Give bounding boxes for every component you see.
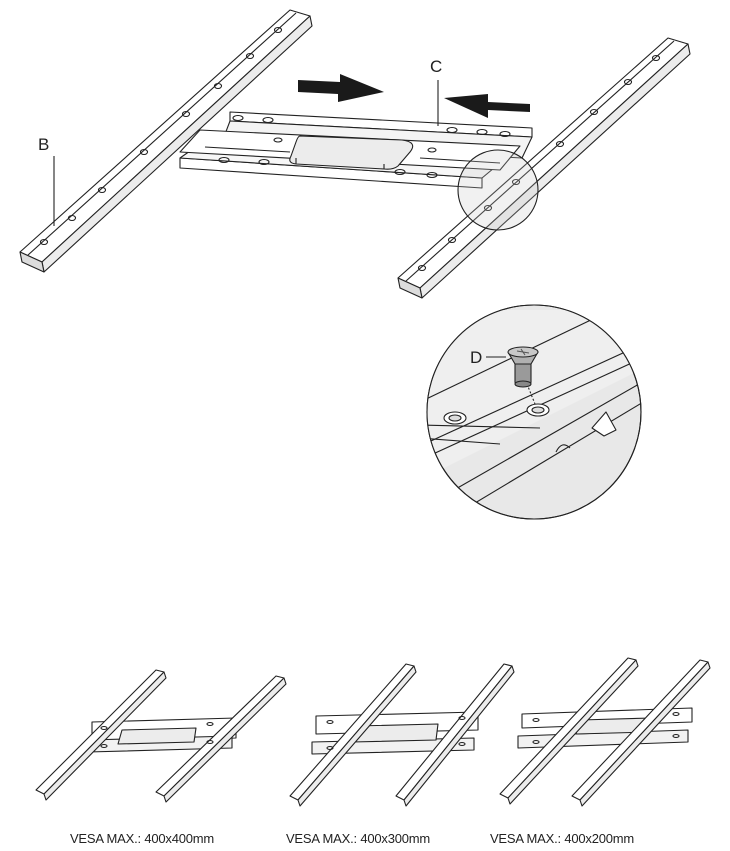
variant-400x300 <box>289 663 515 807</box>
detail-marker-circle <box>457 149 539 231</box>
label-d: D <box>470 348 483 367</box>
caption-400x300: VESA MAX.: 400x300mm <box>285 831 431 846</box>
label-b: B <box>38 135 50 154</box>
label-c: C <box>430 57 443 76</box>
arrow-left-icon <box>444 94 530 118</box>
variant-400x400 <box>35 669 287 803</box>
rail-b-right <box>397 37 691 299</box>
screw-d <box>507 346 539 405</box>
rail-b-left <box>19 9 313 273</box>
slider-plate-c <box>179 111 533 189</box>
variant-400x200 <box>499 657 711 807</box>
detail-zoom <box>426 304 642 520</box>
caption-400x400: VESA MAX.: 400x400mm <box>69 831 215 846</box>
caption-400x200: VESA MAX.: 400x200mm <box>489 831 635 846</box>
slide-arrows <box>298 74 530 118</box>
arrow-right-icon <box>298 74 384 102</box>
